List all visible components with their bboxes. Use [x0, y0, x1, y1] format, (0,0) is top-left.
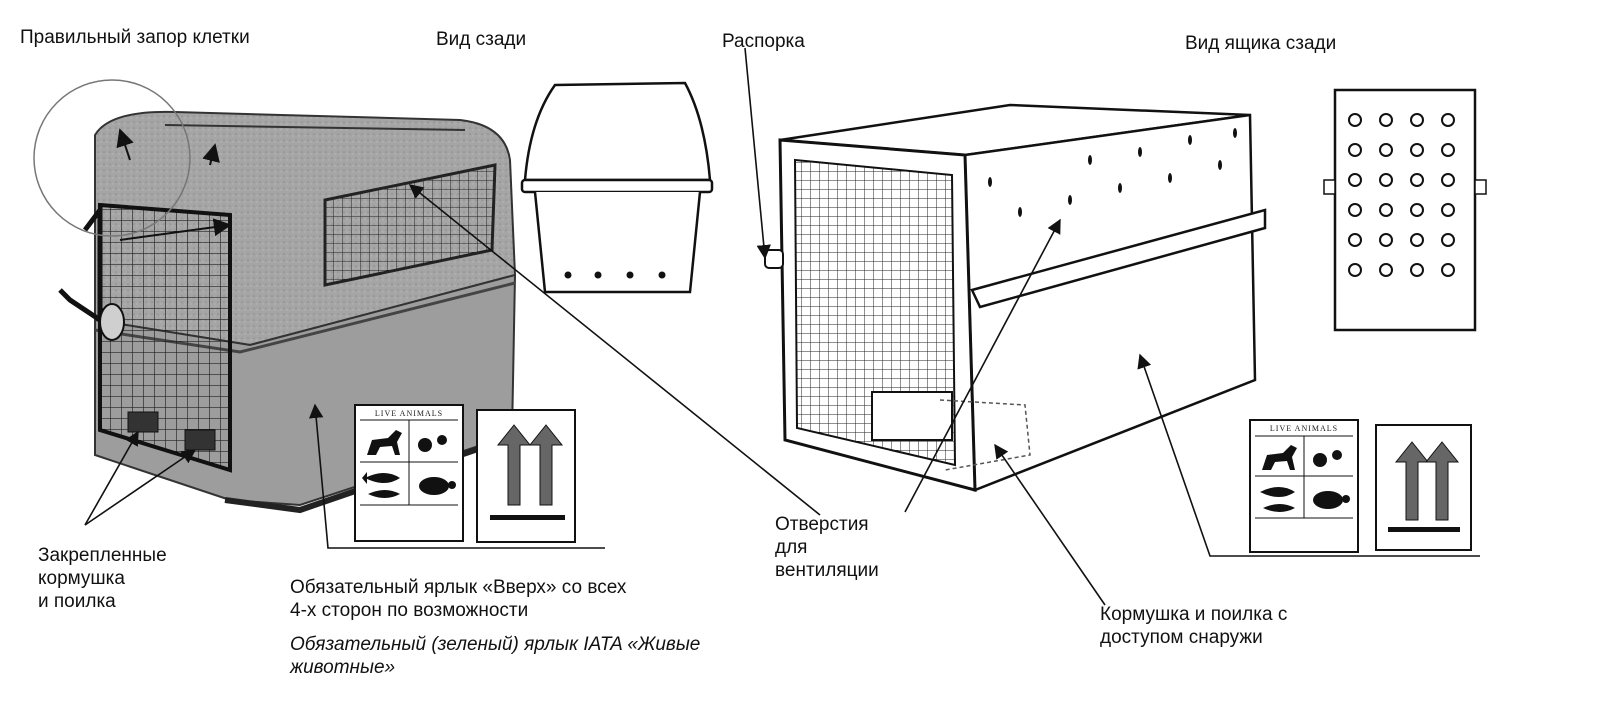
- label-outside-line1: Кормушка и поилка с: [1100, 604, 1288, 625]
- label-up-sticker: Обязательный ярлык «Вверх» со всех 4-х с…: [290, 576, 626, 622]
- label-outside-feeders: Кормушка и поилка с доступом снаружи: [1100, 603, 1287, 649]
- fish-icon: [1260, 487, 1295, 512]
- vent-hole: [1348, 203, 1362, 217]
- live-animals-sticker-right: LIVE ANIMALS: [1249, 419, 1359, 553]
- sticker-left-title: LIVE ANIMALS: [375, 409, 443, 418]
- vent-hole: [1379, 263, 1393, 277]
- vent-hole: [1441, 113, 1455, 127]
- label-vents-line1: Отверстия: [775, 514, 869, 535]
- wooden-box: [764, 103, 1267, 492]
- label-iata-sticker: Обязательный (зеленый) ярлык IATA «Живые…: [290, 633, 700, 679]
- box-vent-holes: [988, 128, 1237, 217]
- vent-hole: [1410, 203, 1424, 217]
- label-vents-line3: вентиляции: [775, 560, 879, 581]
- crate-rear-view: [520, 81, 714, 294]
- sticker-right-title: LIVE ANIMALS: [1270, 424, 1338, 433]
- vent-hole: [1348, 143, 1362, 157]
- label-vents: Отверстия для вентиляции: [775, 513, 879, 582]
- vent-hole: [1410, 143, 1424, 157]
- label-feeders-line2: кормушка: [38, 568, 125, 589]
- vent-hole: [1379, 233, 1393, 247]
- label-box-rear-view: Вид ящика сзади: [1185, 33, 1337, 54]
- bird-icon: [1313, 450, 1342, 467]
- vent-hole: [1348, 263, 1362, 277]
- rear-vent-holes: [564, 271, 666, 279]
- label-iata-line2: животные»: [290, 657, 396, 678]
- vent-hole: [1348, 173, 1362, 187]
- vent-hole: [1441, 143, 1455, 157]
- vent-hole: [1379, 113, 1393, 127]
- turtle-icon: [419, 477, 456, 495]
- label-outside-line2: доступом снаружи: [1100, 627, 1263, 648]
- label-spacer: Распорка: [722, 31, 805, 52]
- bird-icon: [418, 435, 447, 452]
- label-up-line1: Обязательный ярлык «Вверх» со всех: [290, 577, 627, 598]
- this-way-up-sticker-right: [1375, 424, 1472, 551]
- vent-hole: [1410, 113, 1424, 127]
- box-rear-view: [1323, 88, 1487, 332]
- vent-hole: [1441, 203, 1455, 217]
- label-iata-line1: Обязательный (зеленый) ярлык IATA «Живые: [290, 634, 701, 655]
- this-way-up-sticker-left: [476, 409, 576, 543]
- live-animals-sticker-left: LIVE ANIMALS: [354, 404, 464, 542]
- label-feeders-line1: Закрепленные: [38, 545, 167, 566]
- vent-hole: [1441, 233, 1455, 247]
- label-latch: Правильный запор клетки: [20, 27, 250, 48]
- label-feeders-line3: и поилка: [38, 591, 116, 612]
- vent-hole: [1441, 263, 1455, 277]
- label-feeders: Закрепленные кормушка и поилка: [38, 544, 167, 613]
- turtle-icon: [1313, 491, 1350, 509]
- vent-hole: [1348, 113, 1362, 127]
- vent-hole: [1379, 203, 1393, 217]
- vent-hole: [1441, 173, 1455, 187]
- vent-hole: [1410, 173, 1424, 187]
- dog-icon: [1262, 445, 1297, 470]
- vent-hole: [1410, 233, 1424, 247]
- vent-hole: [1348, 233, 1362, 247]
- dog-icon: [367, 430, 402, 455]
- box-rear-holes: [1348, 113, 1455, 277]
- label-up-line2: 4-х сторон по возможности: [290, 600, 529, 621]
- fish-icon: [362, 472, 400, 498]
- vent-hole: [1379, 173, 1393, 187]
- label-rear-view: Вид сзади: [436, 29, 527, 50]
- vent-hole: [1410, 263, 1424, 277]
- vent-hole: [1379, 143, 1393, 157]
- label-vents-line2: для: [775, 537, 808, 558]
- leader-lines: [84, 47, 1480, 606]
